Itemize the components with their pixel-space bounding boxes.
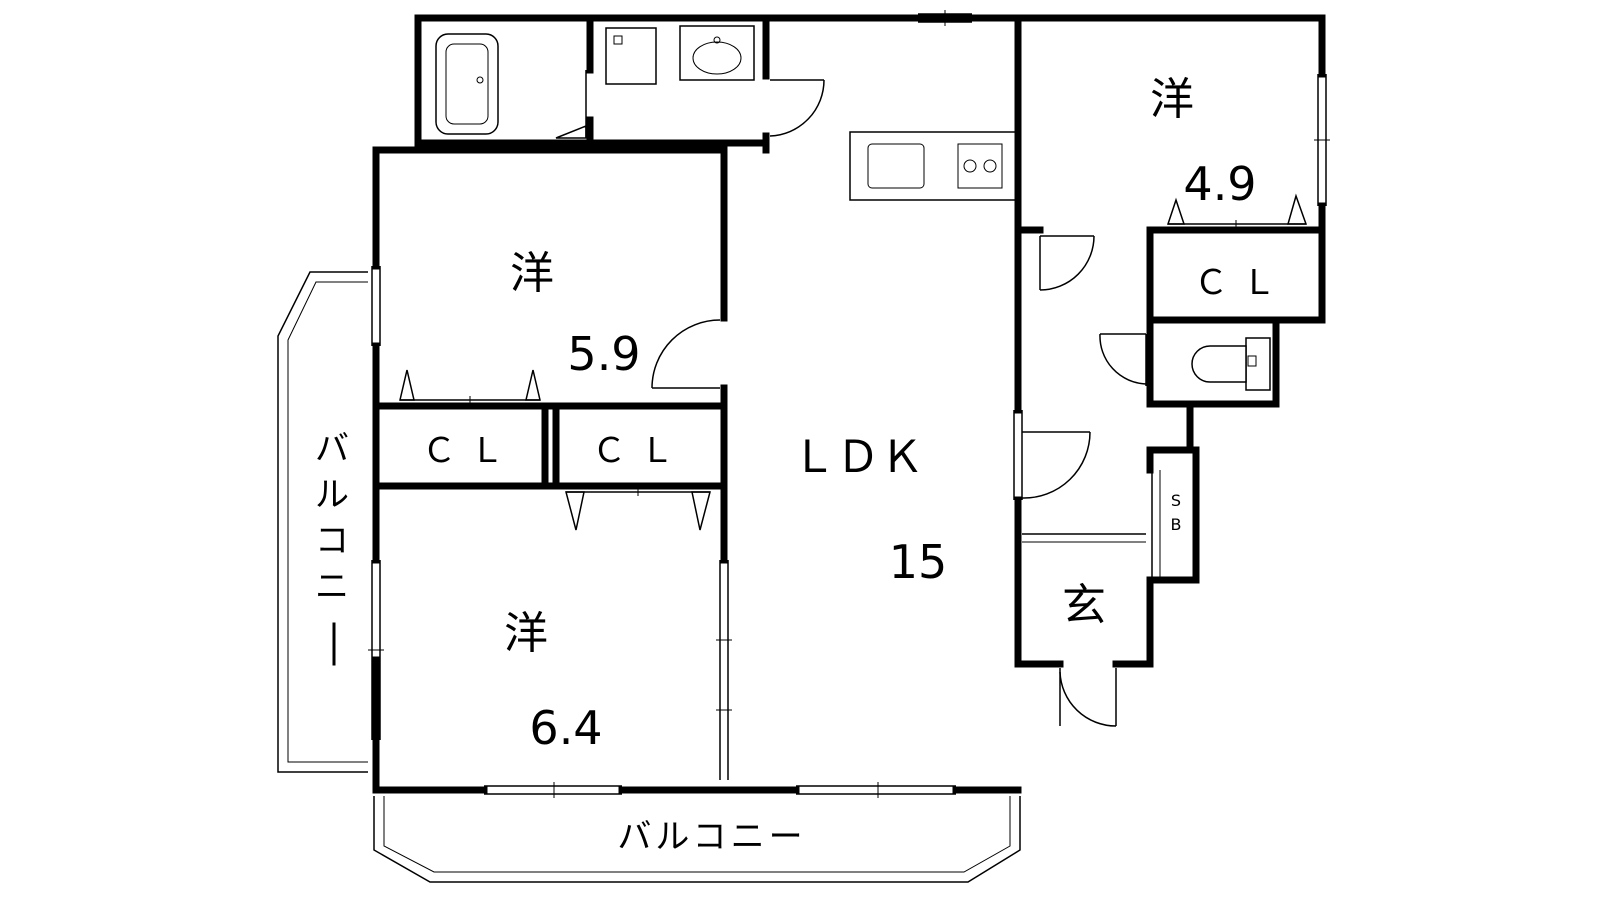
- room-ldk-size: 15: [889, 535, 948, 589]
- window-south-a: [484, 782, 622, 798]
- balcony-south-outline: [373, 796, 1021, 883]
- toilet-door-icon: [1099, 333, 1147, 386]
- balcony-west-label: バ ル コ ニ: [315, 429, 353, 666]
- closet-b-label: ＣＬ: [592, 431, 688, 471]
- shoe-box-label-s: S: [1171, 491, 1181, 510]
- room-a-door-icon: [651, 319, 721, 389]
- closet-a-label: ＣＬ: [422, 431, 518, 471]
- bath-block-walls: [414, 14, 1022, 154]
- balcony-west-char: コ: [315, 521, 353, 561]
- closet-doors-c-icon: [1166, 193, 1308, 228]
- room-western-c-label: 洋: [1150, 74, 1194, 125]
- window-south-b: [796, 782, 956, 798]
- washroom-door-icon: [769, 79, 825, 137]
- balcony-west-char: バ: [315, 429, 353, 469]
- bathtub-icon: [435, 33, 499, 135]
- window-west-lower: [368, 560, 384, 740]
- toilet-icon: [1191, 337, 1271, 391]
- west-rooms-walls: [372, 146, 728, 794]
- closet-doors-b-icon: [565, 488, 711, 531]
- entrance-step: [1022, 533, 1146, 543]
- room-c-door-icon: [1039, 235, 1095, 291]
- balcony-west-char: ニ: [315, 567, 353, 607]
- entrance-door-icon: [1059, 668, 1117, 727]
- shoe-box-label-b: B: [1171, 515, 1182, 534]
- shoe-box-outline: [1151, 470, 1161, 580]
- washing-machine-icon: [605, 27, 657, 85]
- room-western-b-size: 6.4: [529, 701, 602, 755]
- room-western-a-label: 洋: [510, 248, 554, 299]
- closet-doors-a-icon: [399, 369, 541, 404]
- window-top: [918, 10, 1022, 26]
- window-east: [1314, 74, 1330, 206]
- washbasin-icon: [679, 25, 755, 81]
- bath-door-icon: [555, 70, 587, 139]
- window-ldk-west: [716, 560, 732, 780]
- closet-c-label: ＣＬ: [1194, 263, 1290, 303]
- room-ldk-label: ＬＤＫ: [792, 432, 924, 483]
- east-block-walls: [1014, 14, 1326, 668]
- room-western-b-label: 洋: [504, 608, 548, 659]
- window-west-upper: [371, 266, 381, 346]
- room-western-a-size: 5.9: [567, 327, 640, 381]
- balcony-west-outline: [277, 271, 368, 773]
- balcony-west-char: ル: [315, 475, 353, 515]
- kitchen-counter-icon: [849, 131, 1019, 201]
- balcony-south-label: バルコニー: [617, 817, 806, 857]
- ldk-door-icon: [1013, 410, 1091, 500]
- entrance-label: 玄: [1062, 580, 1106, 631]
- room-western-c-size: 4.9: [1183, 157, 1256, 211]
